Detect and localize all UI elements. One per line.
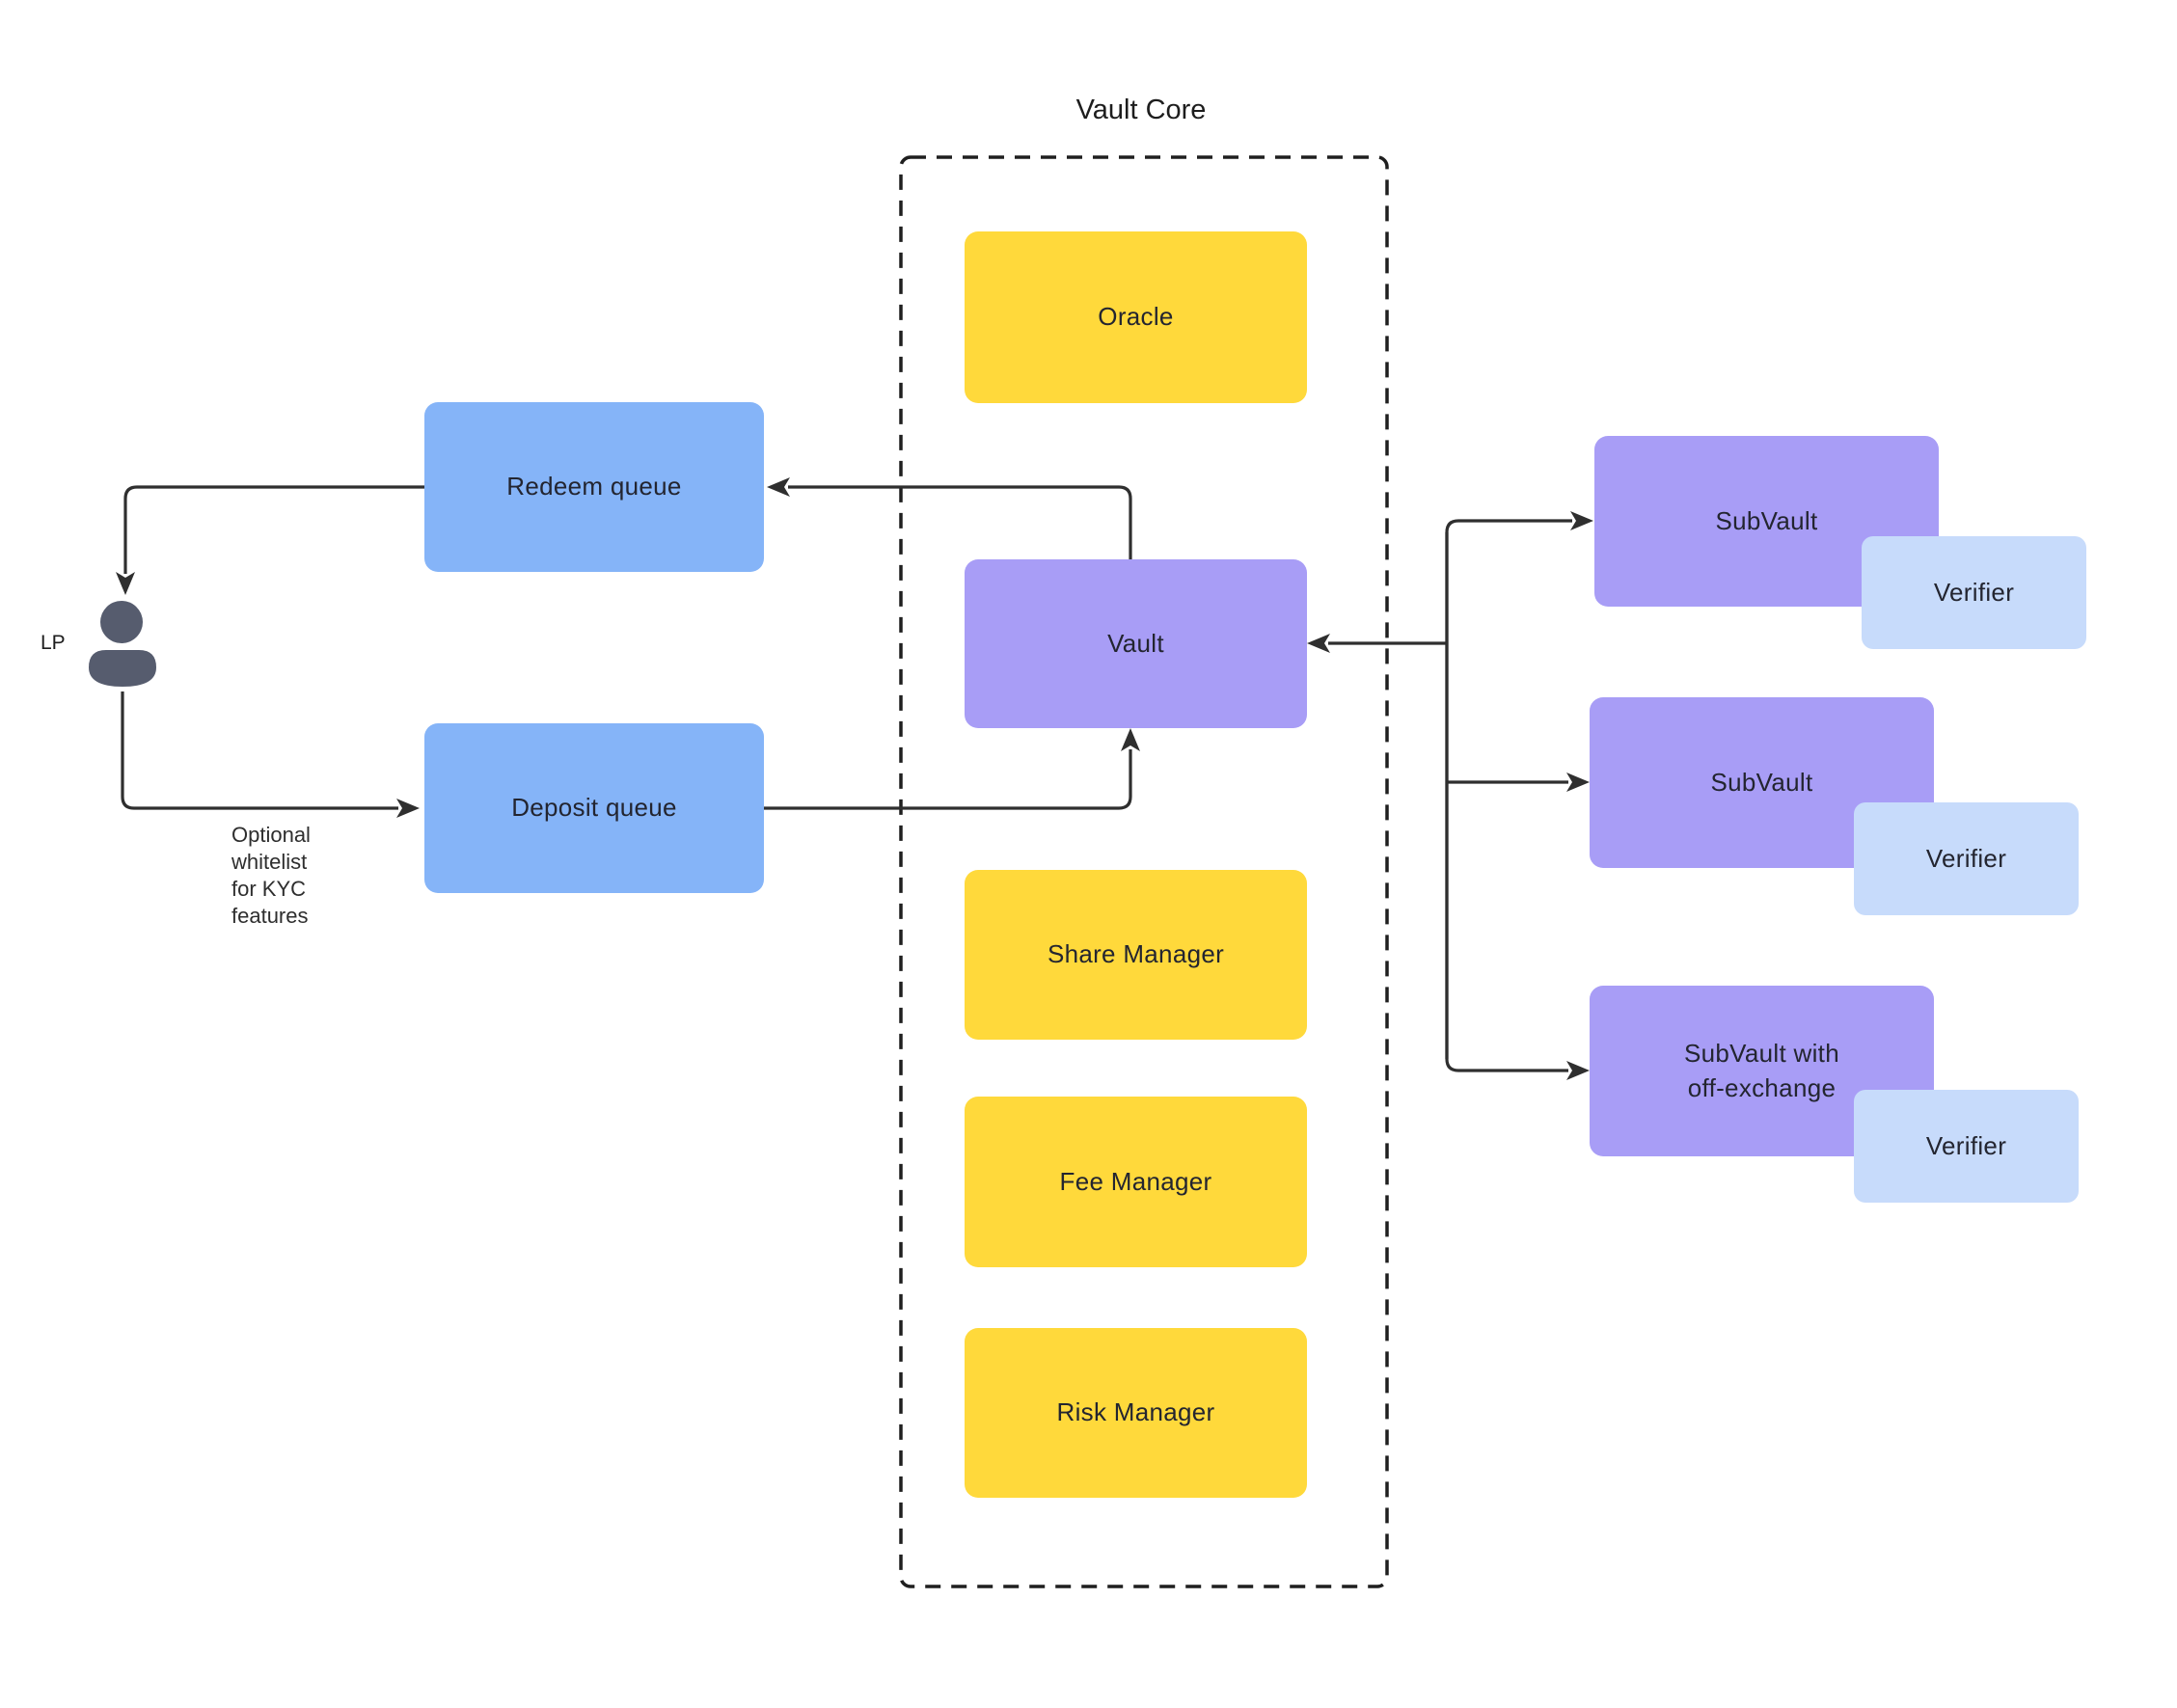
connector-redeem-to-lp <box>116 485 764 595</box>
node-fee-manager-label: Fee Manager <box>1059 1166 1212 1196</box>
node-oracle-label: Oracle <box>1098 302 1174 332</box>
connector-lp-to-deposit <box>121 691 420 818</box>
node-subvault-1-label: SubVault <box>1715 505 1818 535</box>
node-oracle: Oracle <box>965 231 1307 403</box>
node-risk-manager-label: Risk Manager <box>1056 1397 1215 1427</box>
node-deposit-queue-label: Deposit queue <box>511 793 677 823</box>
vault-core-dashed-container <box>899 155 1389 1588</box>
node-share-manager-label: Share Manager <box>1047 939 1225 969</box>
node-share-manager: Share Manager <box>965 870 1307 1040</box>
node-verifier-1-label: Verifier <box>1933 577 2015 607</box>
node-verifier-3-label: Verifier <box>1925 1130 2007 1160</box>
connector-branch-subvault-3 <box>1445 532 1590 1080</box>
connector-branch-subvault-1 <box>1445 511 1593 1059</box>
node-redeem-queue: Redeem queue <box>424 402 764 572</box>
node-vault: Vault <box>965 559 1307 728</box>
node-verifier-2-label: Verifier <box>1925 843 2007 873</box>
person-icon <box>89 601 156 687</box>
node-verifier-3: Verifier <box>1854 1090 2079 1203</box>
node-redeem-queue-label: Redeem queue <box>506 472 682 502</box>
lp-label: LP <box>41 632 66 654</box>
node-verifier-2: Verifier <box>1854 802 2079 915</box>
node-subvault-2-label: SubVault <box>1710 767 1813 797</box>
node-subvault-3-label: SubVault with off-exchange <box>1684 1039 1839 1102</box>
node-risk-manager: Risk Manager <box>965 1328 1307 1498</box>
diagram-title: Vault Core <box>1075 95 1207 125</box>
node-fee-manager: Fee Manager <box>965 1097 1307 1267</box>
node-verifier-1: Verifier <box>1862 536 2086 649</box>
connector-vault-to-redeem <box>767 477 1132 559</box>
node-deposit-queue: Deposit queue <box>424 723 764 893</box>
connector-deposit-to-vault <box>764 728 1140 810</box>
kyc-whitelist-annotation: Optional whitelist for KYC features <box>231 823 311 928</box>
node-vault-label: Vault <box>1107 628 1164 658</box>
